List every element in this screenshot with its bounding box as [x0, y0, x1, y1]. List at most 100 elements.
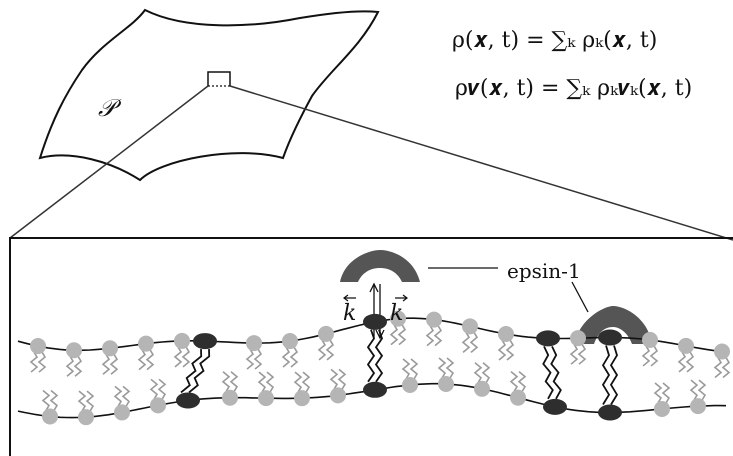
lipid-tail — [147, 350, 153, 370]
lipid-tail — [427, 326, 433, 346]
lipid-head — [138, 336, 154, 352]
lipid-head — [282, 333, 298, 349]
dark-lipid-tail — [376, 330, 382, 382]
lipid-tail — [439, 358, 445, 378]
lipid-head — [642, 332, 658, 348]
lipid-tail — [435, 326, 441, 346]
lipid-head — [654, 401, 670, 417]
lipid-tail — [67, 356, 73, 376]
lipid-head — [498, 326, 514, 342]
lipid-tail — [259, 372, 265, 392]
lipid-tail — [31, 352, 37, 372]
lipid-tail — [511, 372, 517, 392]
lipid-tail — [151, 379, 157, 399]
lipid-head — [66, 342, 82, 358]
lipid-tail — [723, 358, 729, 378]
lipid-tail — [699, 380, 705, 400]
lipid-tail — [319, 340, 325, 360]
lipid-head — [42, 408, 58, 424]
momentum-equation: ρ𝒗(𝒙, t) = ∑ₖ ρₖ𝒗ₖ(𝒙, t) — [455, 76, 692, 101]
lipid-tail — [231, 372, 237, 392]
pip2-head-bottom — [363, 382, 387, 398]
lipid-tail — [159, 379, 165, 399]
membrane-symbol: 𝒫 — [98, 94, 115, 122]
lipid-head — [150, 397, 166, 413]
pip2-head-bottom — [176, 392, 200, 408]
lipid-tail — [411, 359, 417, 379]
pip2-head-bottom — [543, 399, 567, 415]
rate-forward-label: k — [343, 301, 356, 326]
lipid-tail — [499, 340, 505, 360]
lipid-head — [690, 398, 706, 414]
zoom-line-right — [230, 86, 733, 240]
lipid-tail — [115, 386, 121, 406]
lipid-tail — [399, 325, 405, 345]
lipid-tail — [75, 356, 81, 376]
lipid-tail — [247, 349, 253, 369]
lipid-tail — [507, 340, 513, 360]
lipid-tail — [223, 372, 229, 392]
lipid-tail — [255, 349, 261, 369]
lipid-head — [78, 409, 94, 425]
pip2-head-top — [536, 330, 560, 346]
lipid-head — [426, 312, 442, 328]
lipid-tail — [519, 372, 525, 392]
lipid-head — [318, 326, 334, 342]
lipid-tail — [471, 332, 477, 352]
lipid-head — [258, 390, 274, 406]
lipid-head — [102, 340, 118, 356]
lipid-head — [330, 387, 346, 403]
lipid-tail — [463, 332, 469, 352]
lipid-tail — [87, 391, 93, 411]
membrane-sheet-outline — [40, 10, 378, 180]
lipid-tail — [79, 391, 85, 411]
lipid-tail — [715, 358, 721, 378]
epsin-free — [340, 250, 420, 282]
lipid-tail — [283, 347, 289, 367]
lipid-tail — [267, 372, 273, 392]
lipid-head — [462, 318, 478, 334]
lipid-tail — [483, 363, 489, 383]
rate-backward-label: k — [390, 301, 403, 326]
pip2-head-bottom — [598, 404, 622, 420]
lipid-head — [174, 333, 190, 349]
lipid-head — [246, 335, 262, 351]
lipid-head — [474, 381, 490, 397]
lipid-head — [714, 344, 730, 360]
lipid-head — [30, 338, 46, 354]
lipid-tail — [691, 380, 697, 400]
pip2-head-top — [598, 329, 622, 345]
lipid-tail — [579, 344, 585, 364]
dark-lipid-tail — [603, 345, 609, 404]
lipid-tail — [643, 346, 649, 366]
lipid-head — [570, 330, 586, 346]
lipid-tail — [447, 358, 453, 378]
dark-lipid-tail — [189, 349, 209, 392]
rate-arrows — [370, 284, 384, 338]
lipid-tail — [339, 369, 345, 389]
lipid-tail — [403, 359, 409, 379]
dark-lipid-tail — [543, 346, 553, 398]
lipid-tail — [123, 386, 129, 406]
lipid-tail — [175, 347, 181, 367]
density-equation: ρ(𝒙, t) = ∑ₖ ρₖ(𝒙, t) — [452, 28, 657, 53]
lipid-head — [222, 390, 238, 406]
lipid-head — [678, 338, 694, 354]
lipid-tail — [475, 363, 481, 383]
lipid-tail — [687, 352, 693, 372]
lipid-tail — [327, 340, 333, 360]
dark-lipid-tail — [368, 330, 374, 382]
lipid-tail — [295, 372, 301, 392]
lipid-tail — [183, 347, 189, 367]
zoom-box — [208, 72, 230, 86]
lipid-tail — [291, 347, 297, 367]
pip2-head-top — [363, 314, 387, 330]
lipid-head — [510, 390, 526, 406]
lipid-tail — [43, 390, 49, 410]
lipid-tail — [391, 325, 397, 345]
lipid-tail — [651, 346, 657, 366]
lipid-head — [438, 376, 454, 392]
lipid-tail — [103, 354, 109, 374]
lipid-head — [114, 404, 130, 420]
